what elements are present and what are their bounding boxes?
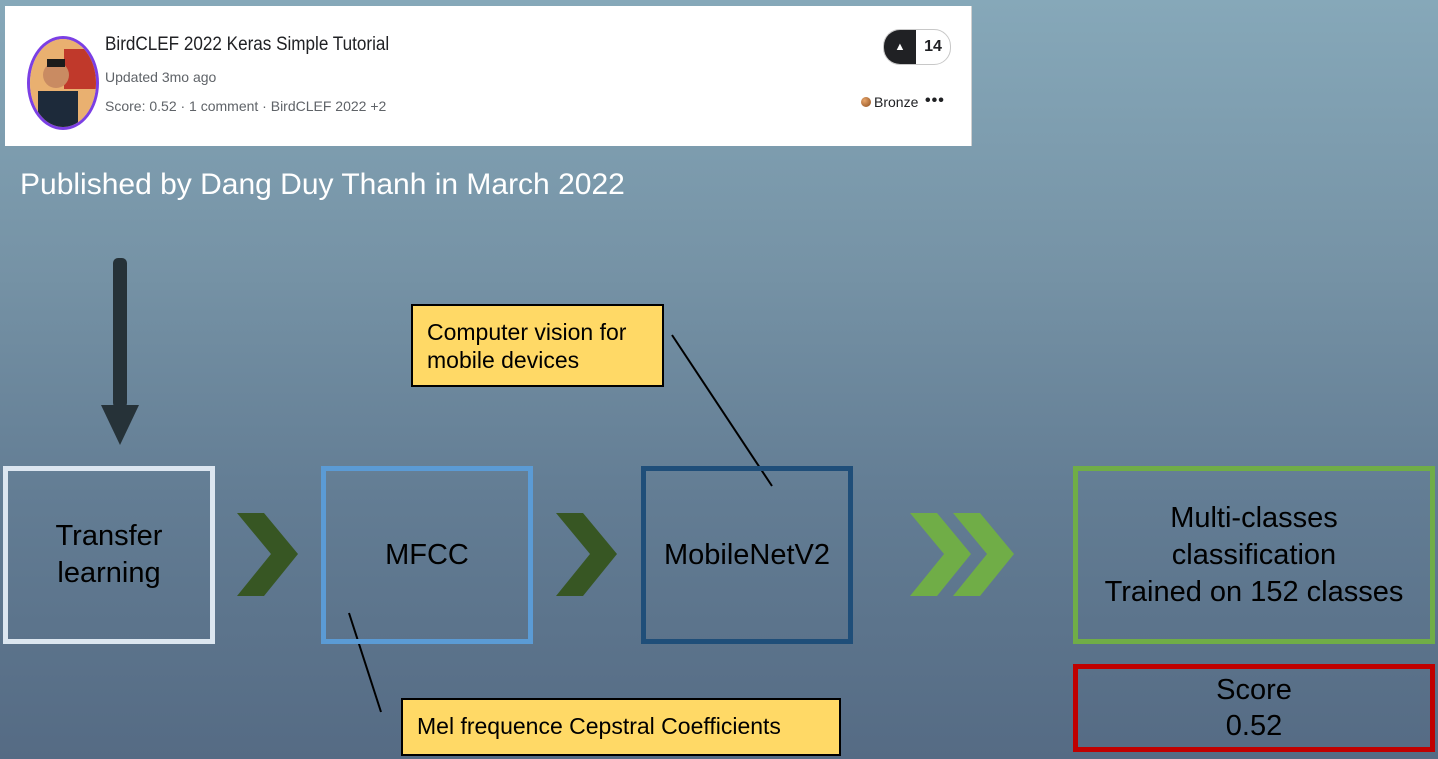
classification-line-1: Multi-classes <box>1170 501 1338 534</box>
down-arrow-icon <box>101 405 139 445</box>
score-label: Score <box>1216 674 1292 706</box>
upvote-widget[interactable]: ▲ 14 <box>883 29 951 65</box>
mobilenet-label: MobileNetV2 <box>663 538 831 571</box>
notebook-meta: Score: 0.52 · 1 comment · BirdCLEF 2022 … <box>105 98 387 114</box>
down-arrow-shaft <box>113 258 127 408</box>
mfcc-label: MFCC <box>385 538 469 571</box>
notebook-title[interactable]: BirdCLEF 2022 Keras Simple Tutorial <box>105 34 390 55</box>
chevron-3a <box>910 513 971 596</box>
updated-text: Updated 3mo ago <box>105 69 217 85</box>
transfer-learning-label: Transfer learning <box>55 520 163 589</box>
bronze-medal-icon <box>861 97 871 107</box>
chevron-2 <box>556 513 617 596</box>
classification-text: Multi-classes classification Trained on … <box>1105 500 1404 611</box>
score-text: Score 0.52 <box>1216 672 1292 744</box>
cv-connector-line <box>671 334 773 487</box>
score-value: 0.52 <box>1225 710 1283 742</box>
score-box: Score 0.52 <box>1073 664 1435 752</box>
chevron-3b <box>953 513 1014 596</box>
mel-connector-line <box>348 612 382 713</box>
medal-badge: Bronze <box>861 94 918 110</box>
author-avatar[interactable] <box>27 36 99 130</box>
computer-vision-callout: Computer vision for mobile devices <box>411 304 664 387</box>
classification-box: Multi-classes classification Trained on … <box>1073 466 1435 644</box>
classification-line-2: classification <box>1171 538 1337 571</box>
upvote-icon[interactable]: ▲ <box>884 30 916 64</box>
mfcc-box: MFCC <box>321 466 533 644</box>
transfer-learning-box: Transfer learning <box>3 466 215 644</box>
chevron-1 <box>237 513 298 596</box>
more-options-icon[interactable]: ••• <box>925 92 945 109</box>
classification-line-3: Trained on 152 classes <box>1104 575 1404 608</box>
avatar-image <box>30 39 96 127</box>
mobilenet-box: MobileNetV2 <box>641 466 853 644</box>
medal-label: Bronze <box>874 94 919 110</box>
published-caption: Published by Dang Duy Thanh in March 202… <box>20 168 625 201</box>
notebook-card[interactable]: BirdCLEF 2022 Keras Simple Tutorial Upda… <box>5 6 972 146</box>
mel-callout: Mel frequence Cepstral Coefficients <box>401 698 841 756</box>
vote-count: 14 <box>924 38 942 55</box>
